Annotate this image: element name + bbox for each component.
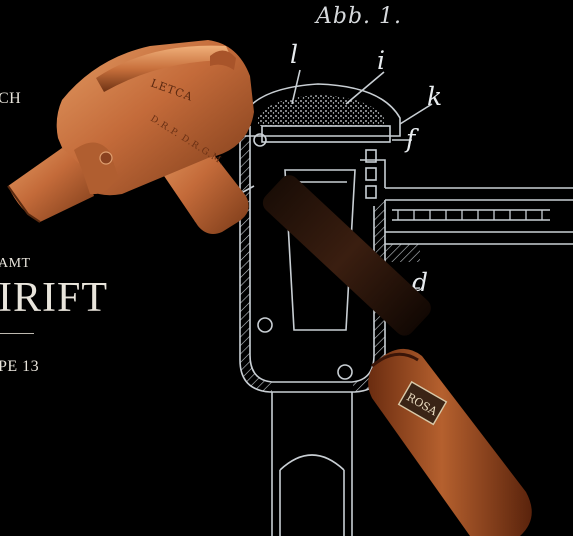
reference-letter-d: d <box>412 268 429 297</box>
handle-badge: ROSA <box>397 380 448 426</box>
copper-cap <box>210 50 236 70</box>
drawing-linework <box>213 69 573 536</box>
reference-letter-k: k <box>427 82 443 111</box>
dome-fill <box>258 95 384 126</box>
background-text-line-2: AMT <box>0 256 31 271</box>
tip-edge <box>7 185 41 223</box>
wall-hatch-left <box>240 136 272 392</box>
reference-letter-f: f <box>406 124 416 153</box>
wall-hatch-right <box>352 200 385 392</box>
set-screw <box>99 151 113 165</box>
figure-caption: Abb. 1. <box>316 4 403 29</box>
divider-rule <box>0 333 34 334</box>
background-text-line-4: PE 13 <box>0 358 40 375</box>
handle-ferrule-ring <box>371 352 419 368</box>
wooden-handle <box>368 348 532 536</box>
pipe-hatch <box>385 244 420 262</box>
background-text-line-3: IRIFT <box>0 275 108 321</box>
handle-shaft <box>262 175 431 336</box>
copper-top-bar <box>96 45 232 92</box>
reference-letter-l: l <box>290 40 298 69</box>
copper-tip <box>8 148 94 222</box>
reference-letter-i: i <box>377 46 385 75</box>
background-text-line-1: CH <box>0 90 22 107</box>
